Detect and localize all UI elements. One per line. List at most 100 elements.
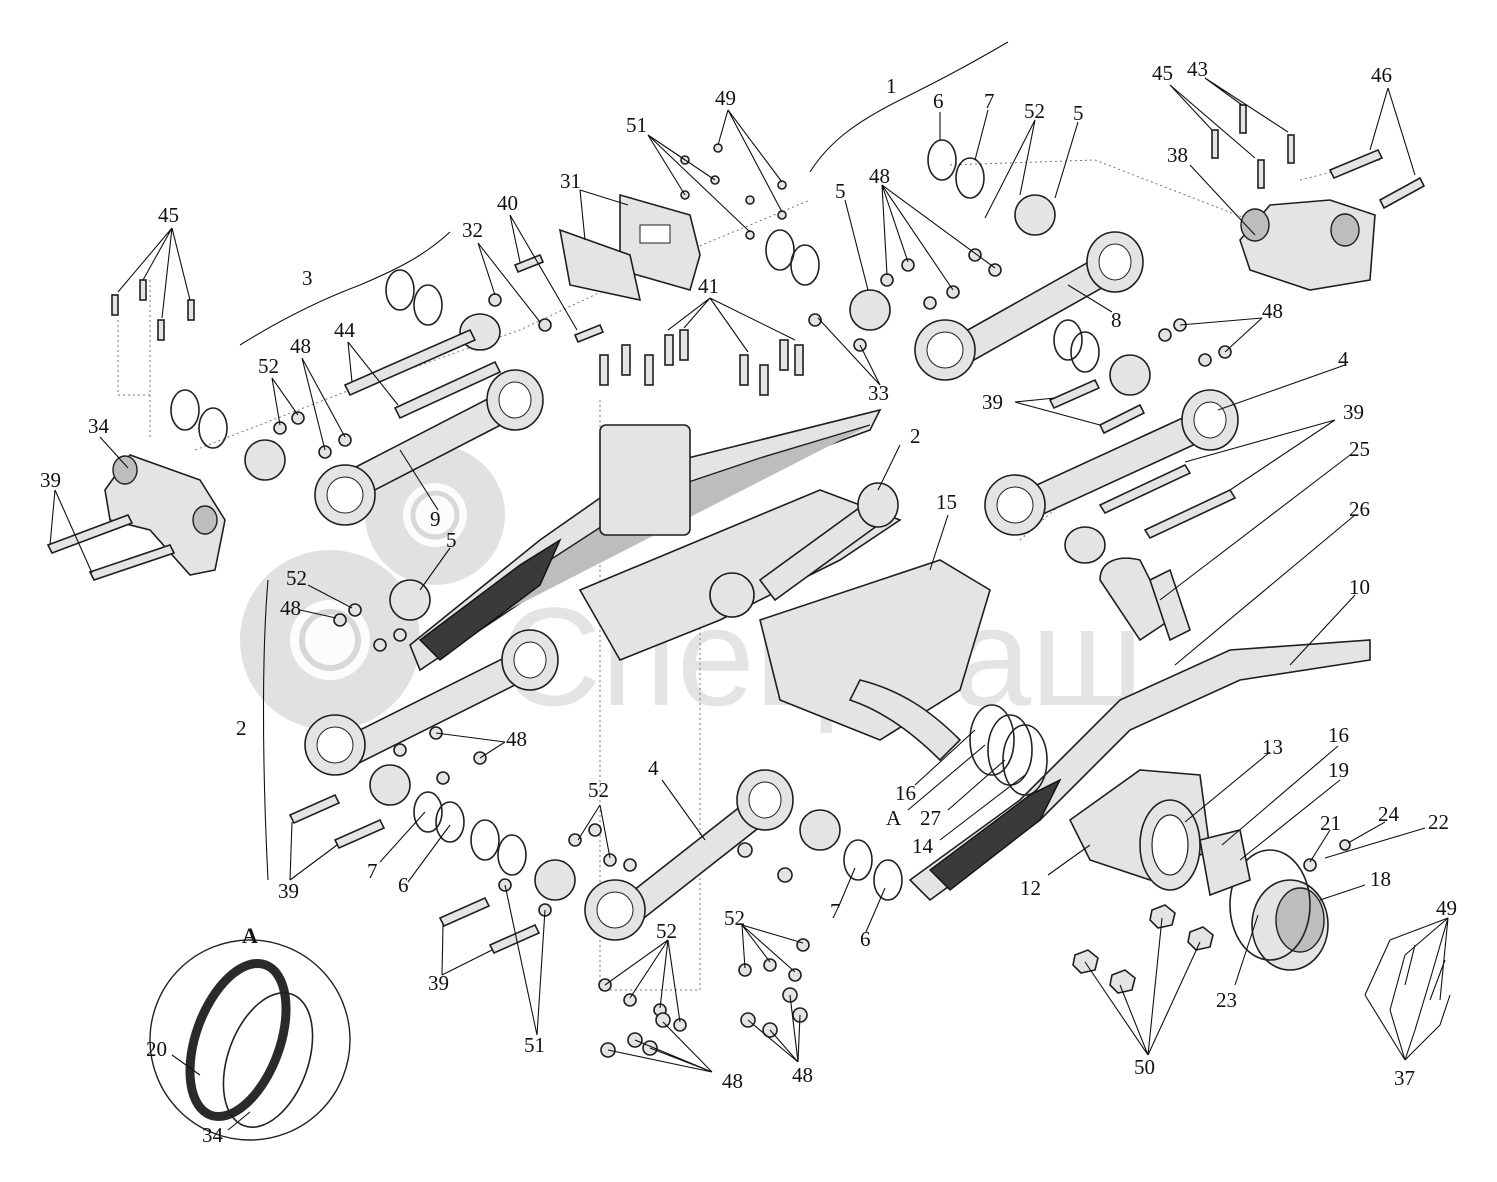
callout-27: 27 <box>920 806 941 830</box>
callout-29: 31 <box>560 169 581 193</box>
callout-section-a: А <box>886 806 902 830</box>
callout-52-b: 52 <box>286 566 307 590</box>
callout-6-c: 6 <box>860 927 871 951</box>
callout-38-d: 39 <box>428 971 449 995</box>
callout-51b: 51 <box>524 1033 545 1057</box>
callout-46-g: 48 <box>792 1063 813 1087</box>
callout-26: 26 <box>1349 497 1370 521</box>
detail-label-20: 20 <box>146 1037 167 1061</box>
hub <box>1068 769 1211 891</box>
callout-12: 12 <box>1020 876 1041 900</box>
callout-9: 9 <box>430 507 441 531</box>
callout-13: 13 <box>1262 735 1283 759</box>
callout-6-b: 6 <box>398 873 409 897</box>
bracket-33 <box>104 454 226 576</box>
callout-33: 34 <box>88 414 110 438</box>
detail-view-title: А <box>242 923 258 948</box>
seal-20 <box>185 958 291 1122</box>
callout-38-a: 39 <box>40 468 61 492</box>
callout-24: 23 <box>1216 988 1237 1012</box>
callout-23: 24 <box>1378 802 1400 826</box>
callout-5-a: 5 <box>446 528 457 552</box>
callout-19: 19 <box>1328 758 1349 782</box>
bolts <box>46 148 1426 955</box>
callout-52-e: 52 <box>656 919 677 943</box>
callout-38-b: 39 <box>982 390 1003 414</box>
callout-44: 44 <box>334 318 356 342</box>
washers-top <box>680 143 787 240</box>
axle-seals <box>969 704 1048 796</box>
callout-10: 10 <box>1349 575 1370 599</box>
callout-5-b: 5 <box>1073 101 1084 125</box>
callout-37: 37 <box>1394 1066 1415 1090</box>
detail-view-a: А 20 34 <box>146 923 351 1147</box>
bracket-29 <box>558 193 701 302</box>
callout-4-a: 4 <box>1338 347 1349 371</box>
callout-38-c: 39 <box>278 879 299 903</box>
callout-46-f: 48 <box>722 1069 743 1093</box>
callout-8: 8 <box>1111 308 1122 332</box>
callout-32: 38 <box>1167 143 1188 167</box>
callout-17: 16 <box>895 781 916 805</box>
callout-40: 40 <box>497 191 518 215</box>
callout-52-c: 52 <box>1024 99 1045 123</box>
callout-46-c: 48 <box>869 164 890 188</box>
callout-2-b: 2 <box>910 424 921 448</box>
bracket-32 <box>1239 199 1376 291</box>
callout-43-b: 45 <box>1152 61 1173 85</box>
callout-41: 41 <box>698 274 719 298</box>
callout-3b: 3 <box>302 266 313 290</box>
callout-5-c: 5 <box>835 179 846 203</box>
callout-18: 18 <box>1370 867 1391 891</box>
callout-25: 25 <box>1349 437 1370 461</box>
callout-48: 50 <box>1134 1055 1155 1079</box>
callout-46-d: 48 <box>1262 299 1283 323</box>
callout-45: 46 <box>1371 63 1392 87</box>
callout-49b: 49 <box>1436 896 1457 920</box>
reaction-rod-2 <box>304 629 559 776</box>
callout-47: 49 <box>715 86 736 110</box>
detail-label-34: 34 <box>202 1123 224 1147</box>
callout-21: 22 <box>1428 810 1449 834</box>
leaf-spring-rear <box>409 408 882 672</box>
screws-right <box>1364 939 1451 1031</box>
callout-39b: 39 <box>1343 400 1364 424</box>
callout-22: 21 <box>1320 811 1341 835</box>
callout-31: 33 <box>868 381 889 405</box>
callout-46-a: 48 <box>290 334 311 358</box>
callout-7-b: 7 <box>367 859 378 883</box>
callout-52-a: 52 <box>258 354 279 378</box>
leader-lines <box>49 77 1449 1073</box>
ring-34 <box>222 992 314 1128</box>
callout-14: 14 <box>912 834 934 858</box>
callout-4-b: 4 <box>648 756 659 780</box>
leaf-spring-front <box>908 557 1371 902</box>
callout-7-c: 7 <box>830 899 841 923</box>
callout-1: 1 <box>886 74 897 98</box>
watermark-gear-large <box>240 550 420 730</box>
parts <box>46 104 1451 1058</box>
reaction-rod-8 <box>914 231 1144 381</box>
reaction-rod-4-lower <box>584 769 794 941</box>
washer-clusters <box>273 248 1351 1058</box>
callout-50: 51 <box>626 113 647 137</box>
callout-46-b: 48 <box>280 596 301 620</box>
bolt-clusters <box>111 104 1295 396</box>
callout-30: 32 <box>462 218 483 242</box>
hub-cap <box>1199 829 1329 971</box>
callout-16b: 16 <box>1328 723 1349 747</box>
reaction-rod-upper-center <box>758 482 899 602</box>
callout-42: 43 <box>1187 57 1208 81</box>
callout-52-f: 52 <box>724 906 745 930</box>
reaction-rod-4-upper <box>984 389 1239 536</box>
callout-7-a: 7 <box>984 89 995 113</box>
retaining-rings <box>170 139 1100 901</box>
callout-52-d: 52 <box>588 778 609 802</box>
callout-15: 15 <box>936 490 957 514</box>
watermark-gear-small <box>365 445 505 585</box>
callout-2-a: 2 <box>236 716 247 740</box>
nuts-48 <box>1072 904 1214 994</box>
group-braces <box>239 41 1009 881</box>
